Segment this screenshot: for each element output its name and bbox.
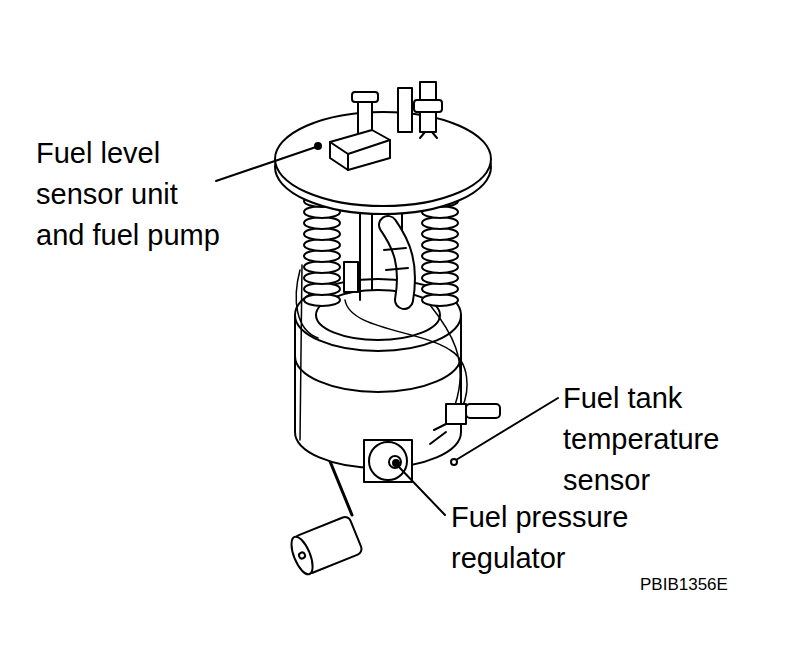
leader-dot [451, 459, 457, 465]
part-label: PBIB1356E [640, 574, 728, 596]
float [287, 515, 363, 577]
reservoir-top [295, 279, 461, 351]
regulator-bracket [364, 440, 412, 482]
reservoir-band [295, 356, 461, 392]
fuel-hose [388, 225, 406, 300]
label-line: sensor [563, 460, 719, 501]
part-label: Fuel tanktemperaturesensor [563, 378, 719, 501]
leader-line [456, 398, 558, 460]
label-line: Fuel level [36, 133, 220, 174]
part-label: Fuel pressureregulator [451, 497, 628, 579]
temperature-sensor [446, 404, 466, 424]
clip [344, 262, 358, 292]
leader-line [398, 466, 445, 515]
label-line: sensor unit [36, 174, 220, 215]
fuel-pressure-regulator [369, 442, 407, 480]
part-label: Fuel levelsensor unitand fuel pump [36, 133, 220, 256]
spring-left [304, 195, 340, 306]
fitting [398, 88, 412, 132]
spring-right [422, 195, 458, 306]
electrical-connector [330, 130, 390, 170]
flange [275, 112, 491, 206]
label-line: PBIB1356E [640, 574, 728, 596]
sensor-connector [466, 404, 500, 418]
leader-dot [315, 143, 321, 149]
label-line: regulator [451, 538, 628, 579]
label-line: Fuel tank [563, 378, 719, 419]
label-line: Fuel pressure [451, 497, 628, 538]
wiring [296, 265, 467, 440]
leader-dot [393, 460, 399, 466]
label-line: temperature [563, 419, 719, 460]
label-line: and fuel pump [36, 215, 220, 256]
leader-line [216, 147, 316, 181]
